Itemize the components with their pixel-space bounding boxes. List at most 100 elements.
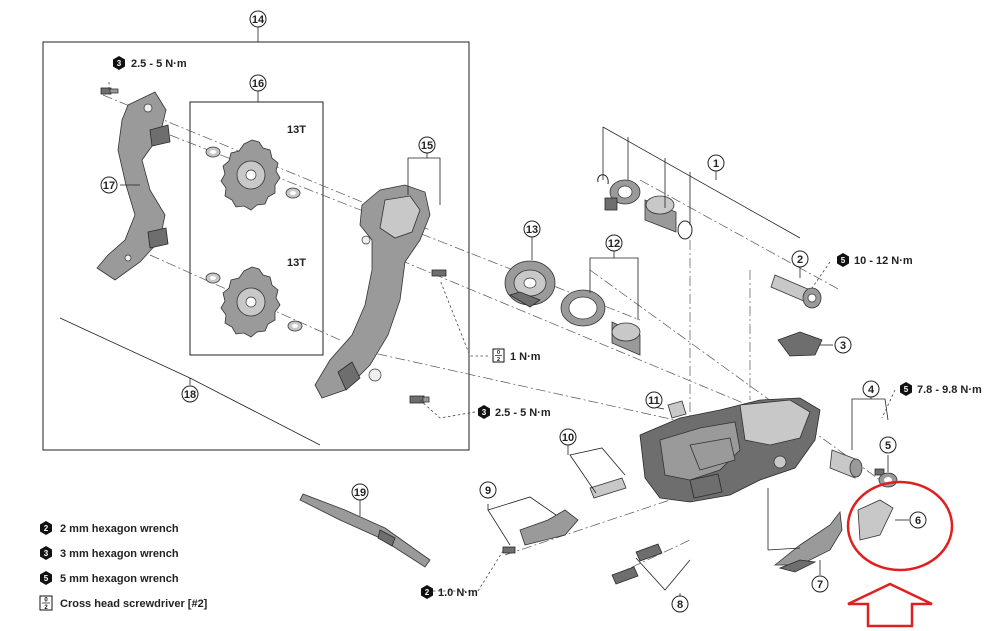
upper-pulley-teeth-label: 13T [287, 124, 306, 136]
torque-spec-cage-screw: 0 2 1 N·m [492, 348, 541, 363]
derailleur-main-body [639, 397, 821, 503]
washer-upper-left [205, 146, 221, 158]
callout-leaders [59, 27, 909, 598]
svg-text:Cross head screwdriver [#2]: Cross head screwdriver [#2] [60, 598, 208, 610]
torque-spec-cage-pivot: 3 2.5 - 5 N·m [113, 56, 187, 70]
svg-text:8: 8 [677, 599, 683, 611]
cage-pivot-bolt [100, 87, 119, 95]
cage-stopper-disk [504, 260, 556, 308]
svg-text:3: 3 [117, 59, 122, 68]
callout-12: 12 [605, 234, 623, 252]
svg-text:12: 12 [608, 238, 620, 250]
body-bushing [829, 449, 863, 479]
svg-text:5: 5 [885, 440, 891, 452]
callout-4: 4 [862, 380, 880, 398]
legend-item-screwdriver: 0 2 Cross head screwdriver [#2] [39, 595, 208, 611]
washer-upper-right [285, 187, 301, 199]
bushing-sleeve [611, 321, 641, 356]
outer-cage-plate [314, 184, 431, 399]
svg-text:18: 18 [184, 389, 196, 401]
highlight-circle [846, 480, 954, 572]
callout-13: 13 [523, 220, 541, 238]
svg-text:10: 10 [562, 432, 574, 444]
svg-text:2: 2 [44, 605, 48, 611]
link-pin [589, 477, 627, 499]
torque-spec-cage-bolt: 3 2.5 - 5 N·m [478, 405, 551, 419]
washer-lower-left [205, 272, 221, 284]
svg-text:10 - 12 N·m: 10 - 12 N·m [854, 255, 913, 267]
callout-7: 7 [811, 575, 829, 593]
svg-text:2.5 - 5 N·m: 2.5 - 5 N·m [131, 58, 187, 70]
tool-legend: 2 2 mm hexagon wrench 3 3 mm hexagon wre… [39, 521, 208, 611]
protector-plate [773, 510, 843, 573]
legend-item-3mm: 3 3 mm hexagon wrench [40, 546, 179, 560]
b-axle-sleeve [644, 195, 677, 233]
svg-text:2 mm hexagon wrench: 2 mm hexagon wrench [60, 523, 179, 535]
cage-screw-upper [431, 269, 447, 277]
callout-10: 10 [559, 428, 577, 446]
callout-3: 3 [834, 336, 852, 354]
adjust-screw-cap [667, 400, 687, 419]
tool-tweezer [299, 493, 431, 568]
small-cover-plate [857, 499, 894, 541]
callout-19: 19 [351, 483, 369, 501]
svg-text:4: 4 [868, 384, 875, 396]
callout-5: 5 [879, 436, 897, 454]
adjusting-screw-pair [611, 543, 663, 585]
svg-text:5: 5 [44, 574, 49, 583]
inner-cage-plate [96, 91, 171, 281]
pulley-set-frame [189, 101, 324, 356]
assembly-axes [102, 94, 881, 576]
cage-bolt-lower [409, 395, 430, 404]
cage-assembly-frame [42, 41, 470, 451]
svg-text:1 N·m: 1 N·m [510, 351, 541, 363]
svg-text:15: 15 [421, 140, 433, 152]
torque-spec-bracket-bolt: 5 10 - 12 N·m [837, 253, 913, 267]
callout-14: 14 [249, 10, 267, 28]
callout-15: 15 [418, 136, 436, 154]
torque-leaders [108, 82, 896, 592]
svg-text:3 mm hexagon wrench: 3 mm hexagon wrench [60, 548, 179, 560]
torque-spec-link-bolt: 2 1.0 N·m [421, 585, 478, 599]
svg-text:17: 17 [103, 180, 115, 192]
callout-17: 17 [100, 176, 118, 194]
svg-text:7: 7 [817, 579, 823, 591]
callout-16: 16 [249, 74, 267, 92]
svg-text:11: 11 [648, 395, 660, 407]
svg-text:9: 9 [485, 485, 491, 497]
highlight-arrow [847, 582, 933, 628]
svg-text:3: 3 [482, 408, 487, 417]
svg-text:13: 13 [526, 224, 538, 236]
svg-text:6: 6 [915, 515, 921, 527]
svg-text:0: 0 [497, 350, 500, 356]
svg-text:1: 1 [713, 158, 719, 170]
callout-9: 9 [479, 481, 497, 499]
tension-pulley [220, 266, 281, 338]
svg-text:14: 14 [252, 14, 265, 26]
callout-8: 8 [671, 595, 689, 613]
svg-text:5: 5 [904, 385, 909, 394]
torque-spec-body-bolt: 5 7.8 - 9.8 N·m [900, 382, 982, 396]
cover-cap [777, 331, 823, 357]
svg-text:2.5 - 5 N·m: 2.5 - 5 N·m [495, 407, 551, 419]
svg-text:3: 3 [840, 340, 846, 352]
svg-text:5: 5 [841, 256, 846, 265]
washer-lower-right [287, 320, 303, 332]
callout-11: 11 [645, 391, 663, 409]
svg-text:2: 2 [44, 524, 49, 533]
bracket-axle-bolt [770, 274, 822, 309]
callout-18: 18 [181, 385, 199, 403]
legend-item-5mm: 5 5 mm hexagon wrench [40, 571, 179, 585]
lower-pulley-teeth-label: 13T [287, 257, 306, 269]
svg-text:0: 0 [44, 598, 48, 604]
callout-1: 1 [707, 154, 725, 172]
adjusting-ring [604, 179, 641, 211]
svg-text:16: 16 [252, 78, 264, 90]
svg-text:2: 2 [497, 357, 500, 363]
svg-text:2: 2 [797, 254, 803, 266]
svg-text:7.8 - 9.8 N·m: 7.8 - 9.8 N·m [917, 384, 982, 396]
link-plate [502, 509, 579, 554]
callout-6: 6 [909, 511, 927, 529]
bushing-large [560, 289, 606, 327]
